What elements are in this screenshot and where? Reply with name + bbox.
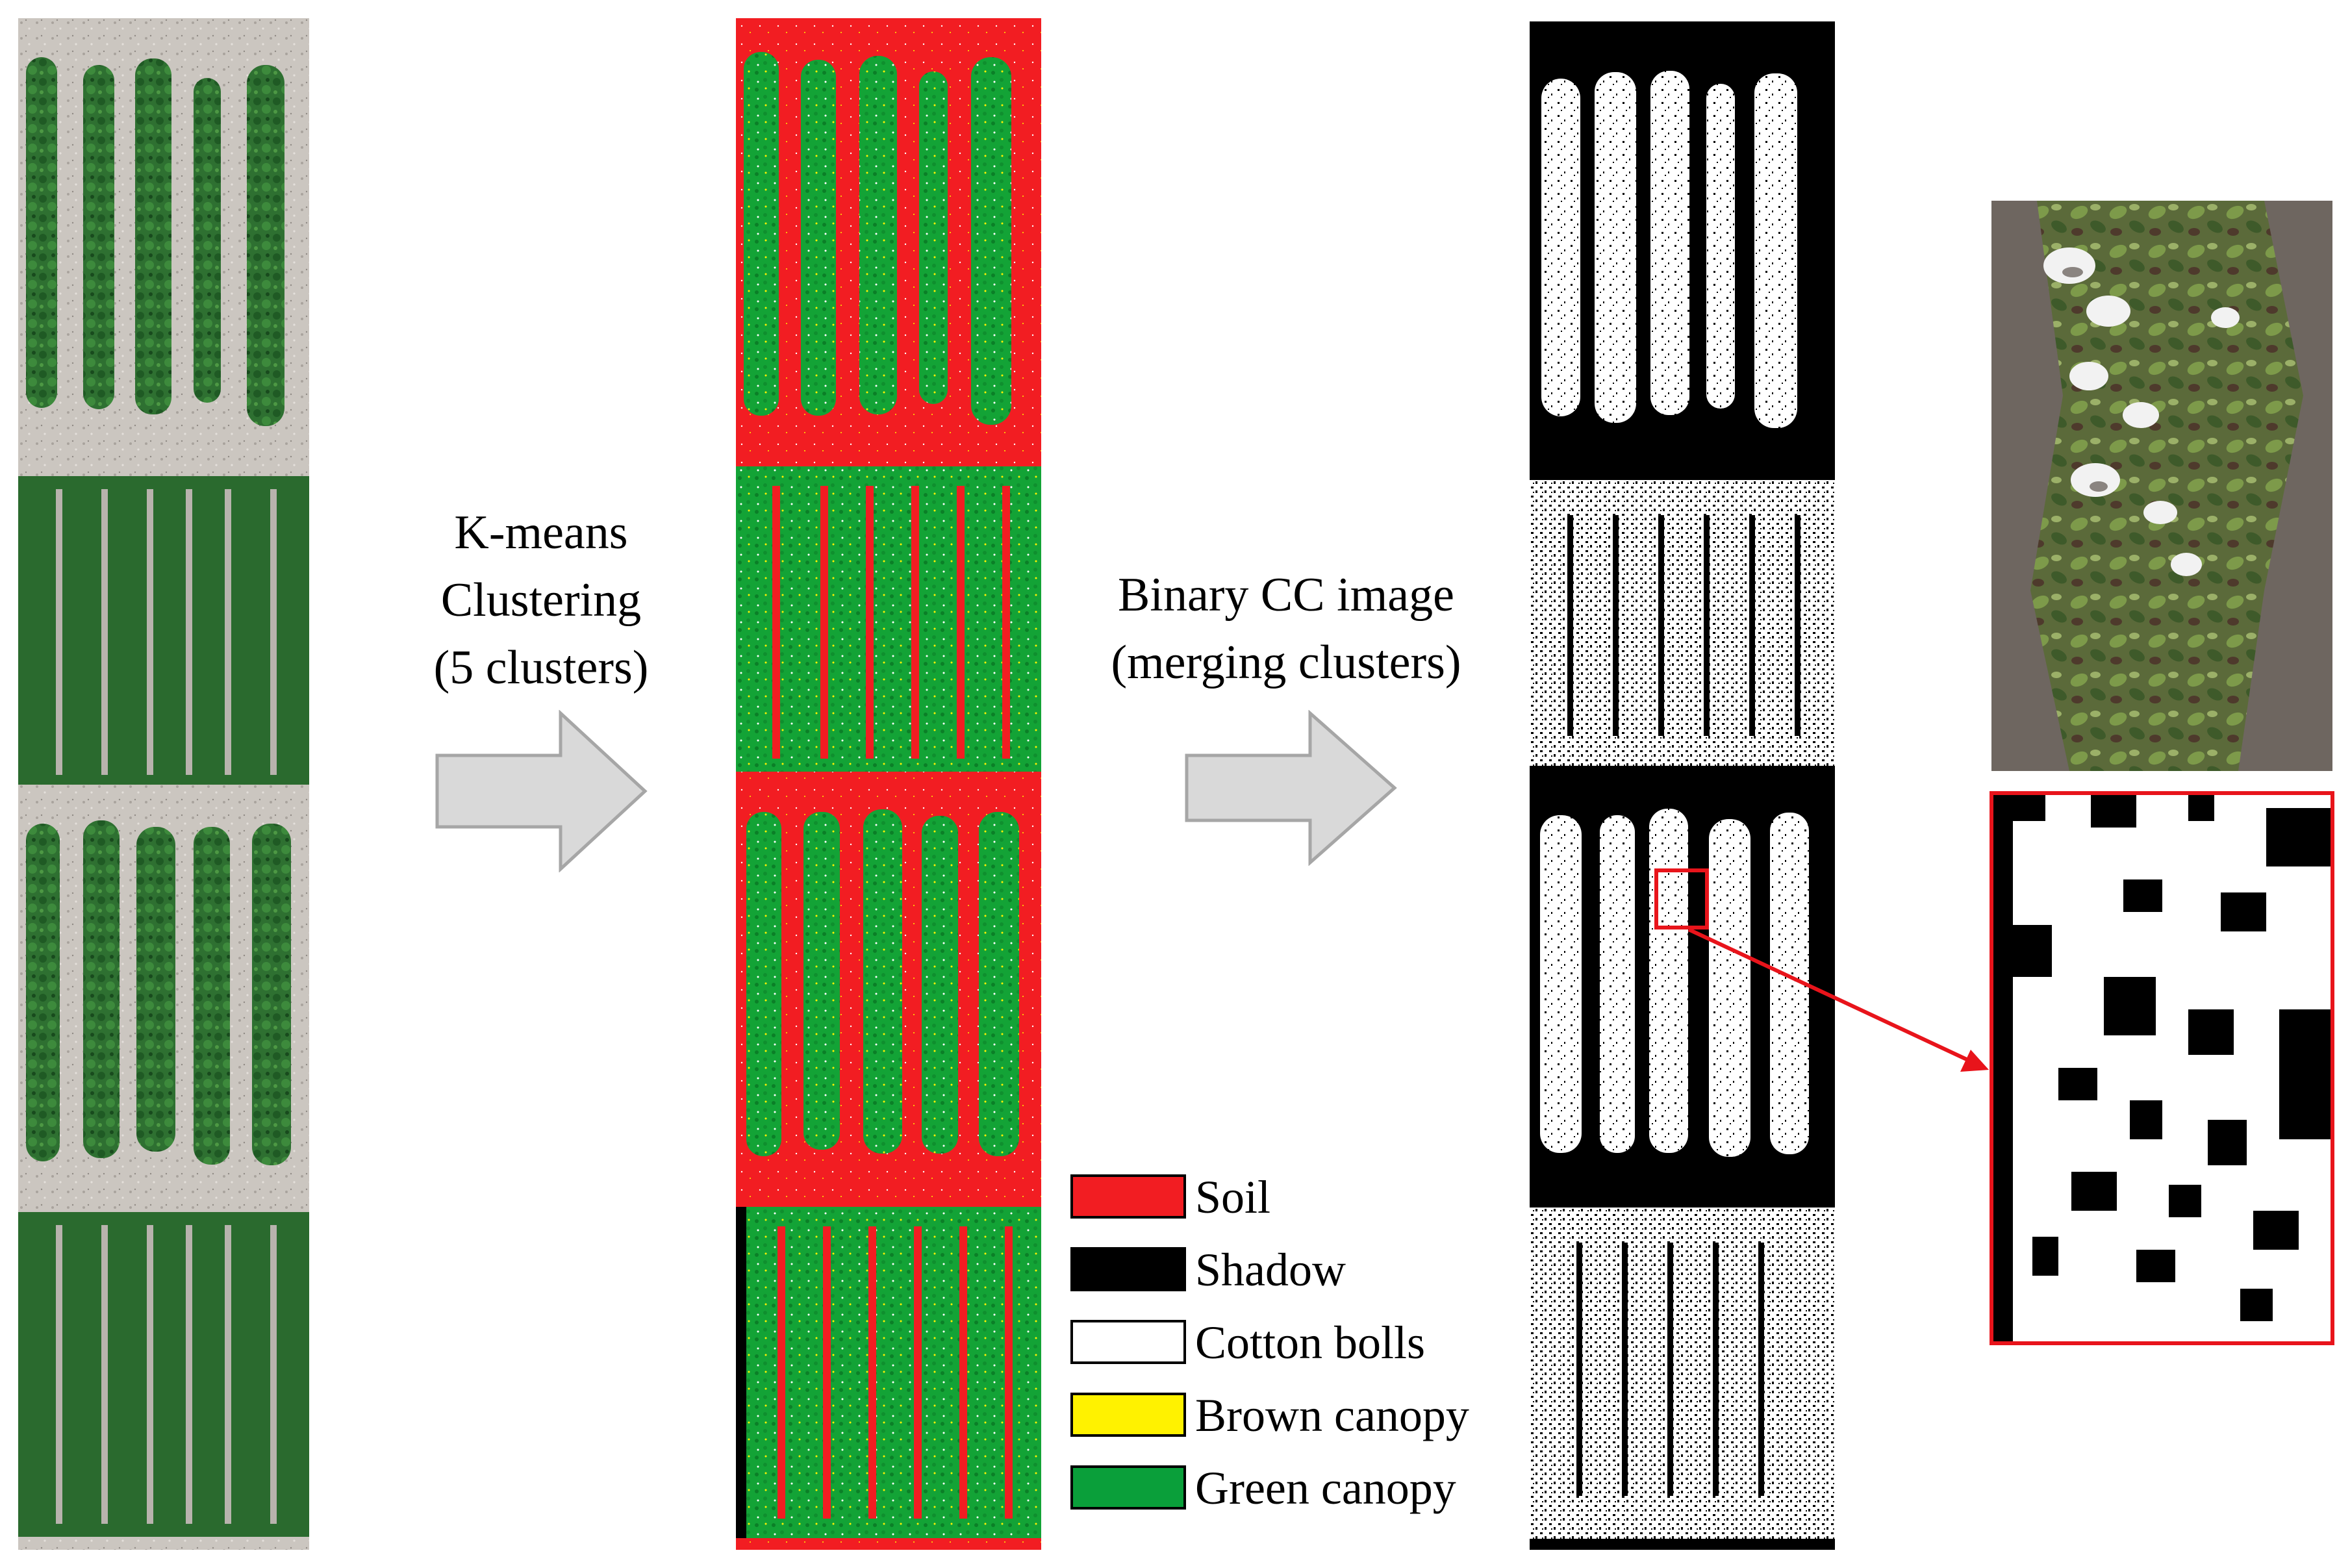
- step1-line-3: (5 clusters): [433, 641, 649, 694]
- binary-cc-image: [1530, 21, 1835, 1550]
- closeup-photo: [1991, 201, 2332, 771]
- legend-item-green-canopy: Green canopy: [1070, 1462, 1525, 1514]
- rgb-aerial-image: [18, 18, 309, 1550]
- legend-swatch: [1070, 1247, 1186, 1291]
- kmeans-step-label: K-means Clustering (5 clusters): [388, 499, 694, 702]
- legend-item-cotton-bolls: Cotton bolls: [1070, 1317, 1525, 1369]
- step1-line-2: Clustering: [440, 574, 642, 627]
- legend-swatch: [1070, 1320, 1186, 1364]
- right-arrow-icon: [435, 710, 648, 872]
- kmeans-clustered-image: [736, 18, 1041, 1550]
- legend-item-soil: Soil: [1070, 1171, 1525, 1223]
- zoomed-binary-image: [1990, 791, 2334, 1345]
- legend-swatch: [1070, 1393, 1186, 1437]
- legend-item-brown-canopy: Brown canopy: [1070, 1389, 1525, 1441]
- step1-line-1: K-means: [454, 506, 628, 559]
- step2-line-1: Binary CC image: [1118, 568, 1454, 622]
- legend-label: Brown canopy: [1195, 1389, 1469, 1441]
- legend-label: Soil: [1195, 1171, 1271, 1223]
- step2-line-2: (merging clusters): [1111, 636, 1461, 689]
- legend-swatch: [1070, 1465, 1186, 1510]
- legend-label: Shadow: [1195, 1244, 1346, 1296]
- legend-label: Cotton bolls: [1195, 1317, 1426, 1369]
- legend-label: Green canopy: [1195, 1462, 1456, 1514]
- binary-cc-step-label: Binary CC image (merging clusters): [1065, 561, 1507, 696]
- legend: Soil Shadow Cotton bolls Brown canopy Gr…: [1070, 1171, 1525, 1535]
- right-arrow-icon: [1185, 710, 1397, 866]
- zoom-region-box: [1654, 868, 1709, 929]
- legend-swatch: [1070, 1174, 1186, 1219]
- legend-item-shadow: Shadow: [1070, 1244, 1525, 1296]
